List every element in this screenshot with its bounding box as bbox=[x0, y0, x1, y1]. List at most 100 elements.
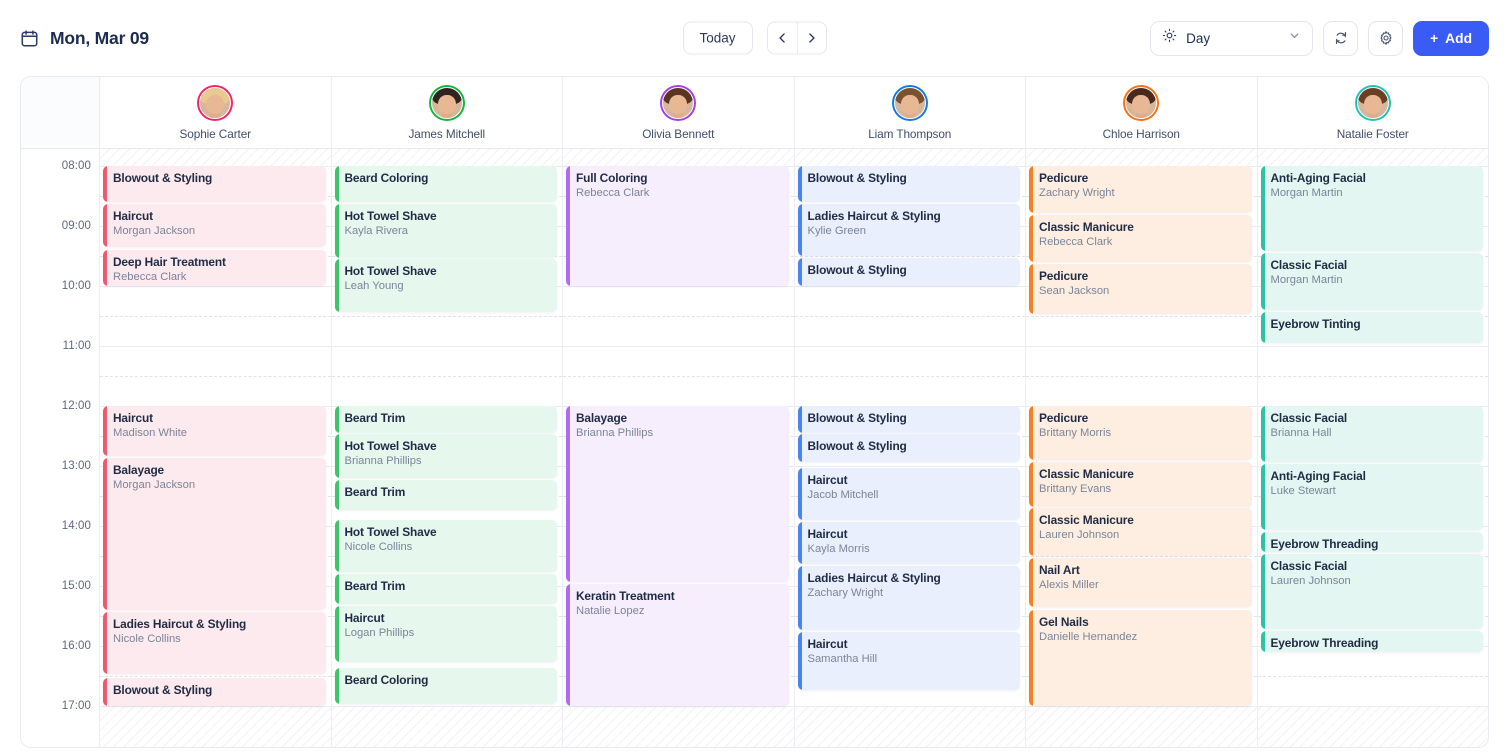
appointment-event[interactable]: Hot Towel ShaveBrianna Phillips bbox=[335, 434, 558, 478]
appointment-event[interactable]: Keratin TreatmentNatalie Lopez bbox=[566, 584, 789, 706]
appointment-event[interactable]: Deep Hair TreatmentRebecca Clark bbox=[103, 250, 326, 286]
appointment-event[interactable]: Blowout & Styling bbox=[103, 678, 326, 706]
appointment-event[interactable]: Hot Towel ShaveLeah Young bbox=[335, 259, 558, 312]
hour-gridline bbox=[795, 286, 1026, 287]
appointment-title: Beard Coloring bbox=[345, 673, 550, 687]
appointment-event[interactable]: Blowout & Styling bbox=[103, 166, 326, 202]
appointment-event[interactable]: PedicureBrittany Morris bbox=[1029, 406, 1252, 460]
appointment-event[interactable]: Classic FacialLauren Johnson bbox=[1261, 554, 1484, 629]
appointment-event[interactable]: HaircutJacob Mitchell bbox=[798, 468, 1021, 520]
view-mode-select[interactable]: Day bbox=[1150, 21, 1313, 56]
appointment-event[interactable]: Hot Towel ShaveNicole Collins bbox=[335, 520, 558, 572]
staff-name: James Mitchell bbox=[408, 127, 485, 141]
appointment-event[interactable]: Beard Coloring bbox=[335, 668, 558, 704]
appointment-title: Eyebrow Threading bbox=[1271, 636, 1476, 650]
calendar: Sophie CarterJames Mitchell Olivia Bennet… bbox=[20, 76, 1489, 748]
appointment-title: Keratin Treatment bbox=[576, 589, 781, 603]
appointment-client: Brittany Evans bbox=[1039, 483, 1244, 496]
appointment-event[interactable]: Classic ManicureBrittany Evans bbox=[1029, 462, 1252, 507]
staff-column-header[interactable]: Sophie Carter bbox=[100, 77, 332, 148]
appointment-event[interactable]: Anti-Aging FacialMorgan Martin bbox=[1261, 166, 1484, 251]
time-axis: 08:0009:0010:0011:0012:0013:0014:0015:00… bbox=[21, 149, 100, 748]
appointment-title: Pedicure bbox=[1039, 171, 1244, 185]
half-hour-gridline bbox=[332, 376, 563, 377]
appointment-event[interactable]: Beard Trim bbox=[335, 574, 558, 604]
appointment-event[interactable]: HaircutMorgan Jackson bbox=[103, 204, 326, 247]
today-button[interactable]: Today bbox=[682, 22, 752, 55]
appointment-event[interactable]: Blowout & Styling bbox=[798, 258, 1021, 286]
staff-column-header[interactable]: Olivia Bennett bbox=[563, 77, 795, 148]
appointment-event[interactable]: Eyebrow Threading bbox=[1261, 532, 1484, 552]
appointment-event[interactable]: HaircutLogan Phillips bbox=[335, 606, 558, 662]
appointment-title: Hot Towel Shave bbox=[345, 209, 550, 223]
appointment-event[interactable]: Classic ManicureRebecca Clark bbox=[1029, 215, 1252, 262]
appointment-event[interactable]: Classic FacialBrianna Hall bbox=[1261, 406, 1484, 462]
appointment-event[interactable]: PedicureSean Jackson bbox=[1029, 264, 1252, 314]
page-title: Mon, Mar 09 bbox=[50, 28, 149, 49]
appointment-event[interactable]: Classic ManicureLauren Johnson bbox=[1029, 508, 1252, 556]
appointment-event[interactable]: Classic FacialMorgan Martin bbox=[1261, 253, 1484, 310]
day-column[interactable]: Blowout & StylingHaircutMorgan JacksonDe… bbox=[100, 149, 332, 748]
gear-icon bbox=[1378, 30, 1394, 46]
hour-gridline bbox=[1026, 706, 1257, 707]
appointment-client: Luke Stewart bbox=[1271, 485, 1476, 498]
appointment-title: Haircut bbox=[808, 473, 1013, 487]
day-column[interactable]: Blowout & StylingLadies Haircut & Stylin… bbox=[795, 149, 1027, 748]
prev-next-group bbox=[767, 22, 827, 55]
hour-gridline bbox=[563, 346, 794, 347]
appointment-event[interactable]: Full ColoringRebecca Clark bbox=[566, 166, 789, 286]
closed-hours-zone bbox=[1026, 706, 1257, 748]
appointment-title: Beard Trim bbox=[345, 411, 550, 425]
half-hour-gridline bbox=[563, 316, 794, 317]
appointment-client: Morgan Jackson bbox=[113, 479, 318, 492]
appointment-event[interactable]: PedicureZachary Wright bbox=[1029, 166, 1252, 213]
avatar bbox=[429, 85, 465, 121]
appointment-title: Full Coloring bbox=[576, 171, 781, 185]
half-hour-gridline bbox=[100, 676, 331, 677]
appointment-event[interactable]: Nail ArtAlexis Miller bbox=[1029, 558, 1252, 607]
next-day-button[interactable] bbox=[797, 23, 826, 54]
closed-hours-zone bbox=[332, 706, 563, 748]
appointment-client: Rebecca Clark bbox=[576, 187, 781, 200]
appointment-event[interactable]: Ladies Haircut & StylingNicole Collins bbox=[103, 612, 326, 674]
header-gutter-cell bbox=[21, 77, 100, 148]
add-button[interactable]: + Add bbox=[1413, 21, 1489, 56]
appointment-event[interactable]: Anti-Aging FacialLuke Stewart bbox=[1261, 464, 1484, 530]
settings-button[interactable] bbox=[1368, 21, 1403, 56]
appointment-event[interactable]: Blowout & Styling bbox=[798, 406, 1021, 433]
appointment-event[interactable]: Eyebrow Threading bbox=[1261, 631, 1484, 652]
closed-hours-zone bbox=[795, 706, 1026, 748]
appointment-event[interactable]: BalayageMorgan Jackson bbox=[103, 458, 326, 610]
appointment-event[interactable]: Hot Towel ShaveKayla Rivera bbox=[335, 204, 558, 258]
appointment-event[interactable]: HaircutMadison White bbox=[103, 406, 326, 456]
appointment-event[interactable]: Eyebrow Tinting bbox=[1261, 312, 1484, 343]
hour-gridline bbox=[1026, 346, 1257, 347]
refresh-button[interactable] bbox=[1323, 21, 1358, 56]
day-column[interactable]: Beard ColoringHot Towel ShaveKayla River… bbox=[332, 149, 564, 748]
staff-column-header[interactable]: Natalie Foster bbox=[1258, 77, 1489, 148]
staff-name: Natalie Foster bbox=[1337, 127, 1409, 141]
appointment-title: Pedicure bbox=[1039, 269, 1244, 283]
hour-gridline bbox=[332, 346, 563, 347]
appointment-event[interactable]: Gel NailsDanielle Hernandez bbox=[1029, 610, 1252, 706]
appointment-event[interactable]: HaircutSamantha Hill bbox=[798, 632, 1021, 690]
appointment-event[interactable]: Ladies Haircut & StylingKylie Green bbox=[798, 204, 1021, 256]
appointment-event[interactable]: Blowout & Styling bbox=[798, 166, 1021, 202]
appointment-event[interactable]: Ladies Haircut & StylingZachary Wright bbox=[798, 566, 1021, 630]
staff-column-header[interactable]: James Mitchell bbox=[332, 77, 564, 148]
appointment-client: Logan Phillips bbox=[345, 627, 550, 640]
appointment-event[interactable]: Blowout & Styling bbox=[798, 434, 1021, 462]
appointment-title: Classic Manicure bbox=[1039, 467, 1244, 481]
previous-day-button[interactable] bbox=[768, 23, 797, 54]
day-column[interactable]: Anti-Aging FacialMorgan MartinClassic Fa… bbox=[1258, 149, 1489, 748]
appointment-event[interactable]: BalayageBrianna Phillips bbox=[566, 406, 789, 582]
staff-column-header[interactable]: Liam Thompson bbox=[795, 77, 1027, 148]
date-display: Mon, Mar 09 bbox=[20, 28, 149, 49]
day-column[interactable]: Full ColoringRebecca ClarkBalayageBriann… bbox=[563, 149, 795, 748]
appointment-event[interactable]: Beard Trim bbox=[335, 480, 558, 510]
day-column[interactable]: PedicureZachary WrightClassic ManicureRe… bbox=[1026, 149, 1258, 748]
appointment-event[interactable]: Beard Coloring bbox=[335, 166, 558, 202]
appointment-event[interactable]: Beard Trim bbox=[335, 406, 558, 433]
staff-column-header[interactable]: Chloe Harrison bbox=[1026, 77, 1258, 148]
appointment-event[interactable]: HaircutKayla Morris bbox=[798, 522, 1021, 564]
